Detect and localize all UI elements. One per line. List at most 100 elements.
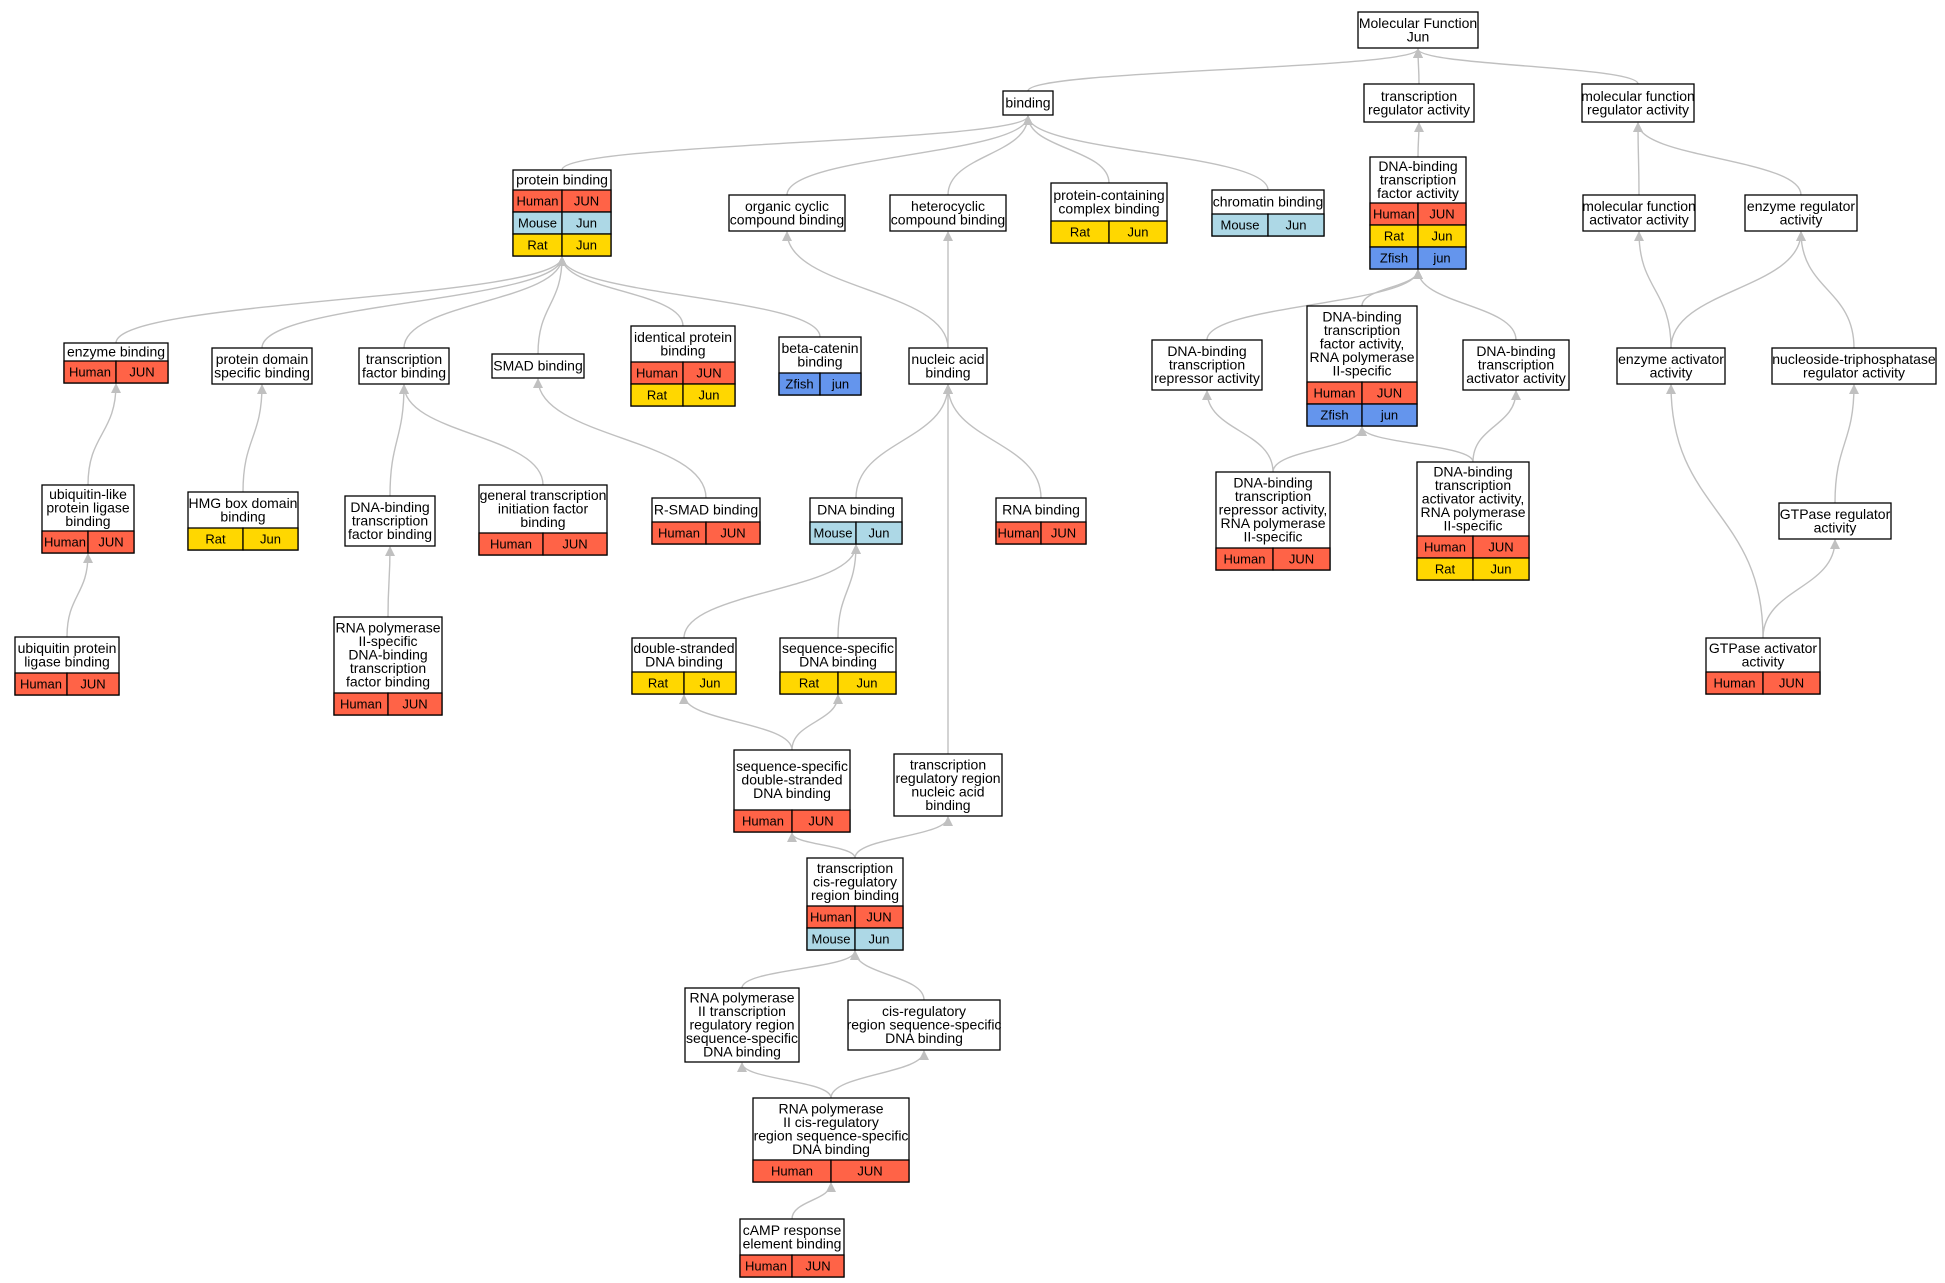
edge-rnap2cr-to-rnap2tr	[737, 1062, 832, 1099]
node-label-line: II-specific	[358, 633, 417, 649]
node-label-line: compound binding	[891, 211, 1005, 227]
node-box	[1582, 194, 1696, 232]
node-label-line: II transcription	[698, 1003, 786, 1019]
node-box	[1616, 347, 1726, 385]
node-box	[358, 347, 450, 385]
node-label-line: double-stranded	[633, 640, 734, 656]
species-label: Human	[745, 1259, 787, 1274]
species-label: Human	[1373, 207, 1415, 222]
edge-crss-to-tcrrb	[850, 950, 925, 1001]
node-label-line: transcription	[910, 756, 986, 772]
species-label: Rat	[527, 238, 548, 253]
edge-pdsb-to-pb	[261, 256, 567, 349]
gene-label: JUN	[129, 365, 154, 380]
go-term-binding[interactable]: binding	[1002, 90, 1054, 116]
node-label-line: binding	[1005, 95, 1050, 111]
node-box	[491, 353, 585, 379]
species-label: Human	[636, 366, 678, 381]
node-box	[889, 194, 1007, 232]
node-label-line: DNA binding	[703, 1044, 781, 1060]
node-label-line: activity	[1780, 211, 1823, 227]
node-label-line: RNA polymerase	[778, 1100, 883, 1116]
species-label: Human	[44, 535, 86, 550]
node-label-line: regulator activity	[1587, 101, 1689, 117]
edge-dsdna-to-dnab	[683, 544, 861, 639]
node-label-line: protein domain	[216, 351, 309, 367]
gene-cell-jun	[1272, 547, 1331, 571]
gene-label: Jun	[869, 932, 890, 947]
go-term-smad[interactable]: SMAD binding	[491, 353, 585, 379]
node-label-line: Jun	[1407, 28, 1430, 44]
species-label: Mouse	[813, 526, 852, 541]
node-label-line: transcription	[817, 860, 893, 876]
node-box	[1771, 347, 1937, 385]
species-label: Human	[1224, 552, 1266, 567]
species-label: Rat	[1384, 229, 1405, 244]
gene-label: Jun	[1432, 229, 1453, 244]
node-label-line: element binding	[743, 1235, 842, 1251]
node-label-line: DNA binding	[792, 1141, 870, 1157]
node-label-line: transcription	[350, 660, 426, 676]
species-label: Rat	[648, 676, 669, 691]
node-box	[1151, 339, 1263, 391]
edge-dbtar-to-dbtaa	[1472, 390, 1521, 463]
node-label-line: protein ligase	[46, 500, 129, 516]
node-label-line: activity	[1814, 519, 1857, 535]
edge-ssdsdna-to-ssdna	[791, 694, 843, 751]
gene-label: Jun	[576, 216, 597, 231]
node-box	[1357, 11, 1479, 49]
node-label-line: transcription	[1381, 88, 1457, 104]
node-label-line: binding	[220, 508, 265, 524]
go-term-rnapsdb[interactable]: RNA polymeraseII-specificDNA-bindingtran…	[333, 616, 443, 716]
node-label-line: repressor activity	[1154, 370, 1260, 386]
species-label: Human	[340, 697, 382, 712]
species-label: Human	[1314, 386, 1356, 401]
edge-binding-to-mf	[1027, 48, 1423, 92]
node-label-line: initiation factor	[498, 501, 589, 517]
species-label: Human	[490, 537, 532, 552]
